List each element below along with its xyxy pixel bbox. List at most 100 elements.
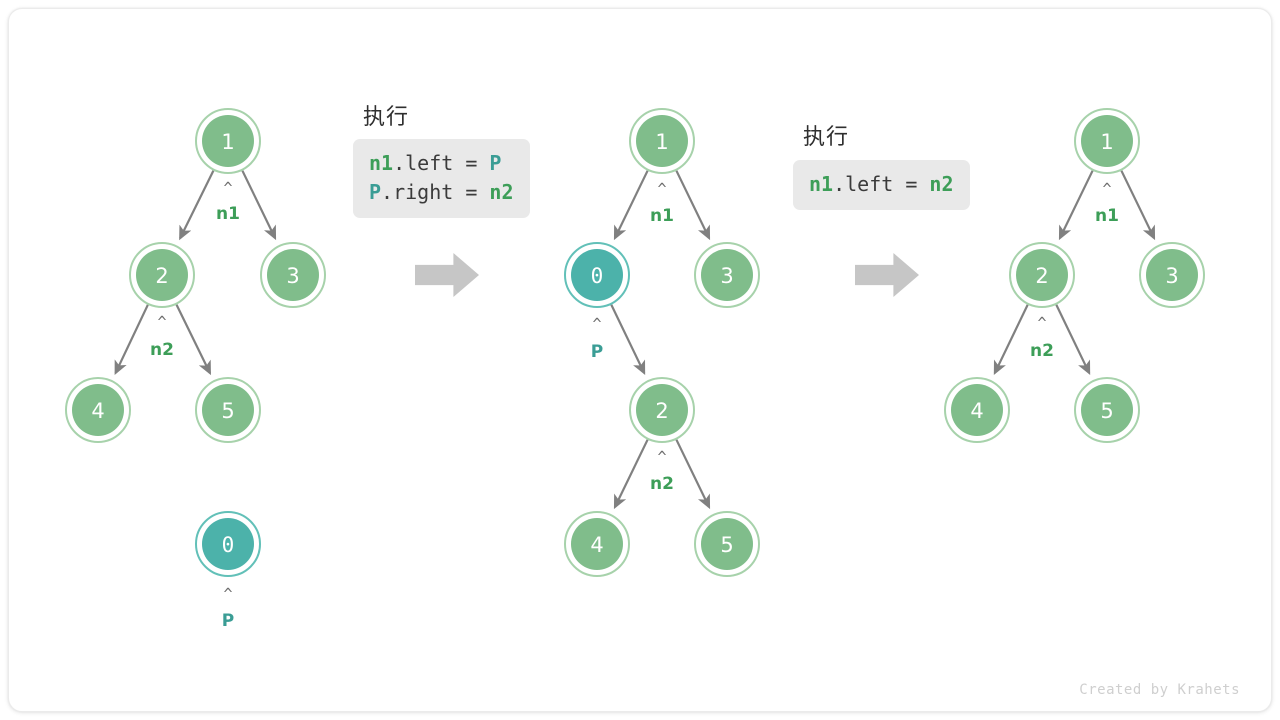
tree-node-ring [129,242,195,308]
tree-node-circle [1081,384,1133,436]
pointer-label: n1 [216,204,240,224]
step-3-caption: 执行 [803,125,850,150]
code-line: n1.left = P [369,149,514,178]
tree-node-ring [195,377,261,443]
pointer-caret-icon: ^ [157,313,166,331]
tree-node-circle [202,384,254,436]
tree-edge [610,304,646,376]
tree-node[interactable]: 3 [1139,242,1205,308]
step-3-code-block: n1.left = n2 [793,160,970,210]
pointer-caret-icon: ^ [657,180,666,198]
tree-node-ring [1009,242,1075,308]
tree-node-ring [260,242,326,308]
step-2-caption: 执行 [363,105,410,130]
pointer-label: n2 [1030,341,1054,361]
tree-node-ring [694,242,760,308]
pointer-caret-icon: ^ [592,315,601,333]
pointer-label: n2 [650,474,674,494]
tree-node-ring [629,108,695,174]
tree-node-value: 3 [1165,264,1178,288]
code-token: P [369,180,382,204]
step-arrows-layer [415,253,919,297]
tree-edge [613,170,649,241]
tree-edge [179,170,215,241]
tree-node-value: 5 [221,399,234,423]
tree-node-ring [1139,242,1205,308]
tree-node-circle [636,115,688,167]
code-token: .right = [381,180,490,204]
tree-node[interactable]: 1 [629,108,695,174]
code-token: n1 [809,172,834,196]
tree-node-value: 5 [720,533,733,557]
pointer-label: n2 [150,340,174,360]
tree-node[interactable]: 2 [129,242,195,308]
tree-node-value: 1 [221,130,234,154]
tree-edge [1055,304,1091,376]
tree-node[interactable]: 3 [694,242,760,308]
tree-node[interactable]: 1 [195,108,261,174]
pointer-label: n1 [650,206,674,226]
tree-node-value: 4 [91,399,104,423]
tree-node-value: 1 [655,130,668,154]
tree-node-ring [564,242,630,308]
tree-node[interactable]: 2 [1009,242,1075,308]
tree-node[interactable]: 5 [1074,377,1140,443]
tree-node-circle [136,249,188,301]
tree-node-ring [694,511,760,577]
tree-node[interactable]: 0 [195,511,261,577]
tree-node-circle [951,384,1003,436]
tree-node-circle [571,518,623,570]
tree-node[interactable]: 4 [65,377,131,443]
code-token: n2 [929,172,954,196]
tree-node[interactable]: 0 [564,242,630,308]
tree-node-value: 4 [970,399,983,423]
tree-node[interactable]: 1 [1074,108,1140,174]
tree-node-circle [1146,249,1198,301]
tree-edge [993,304,1029,376]
tree-node-circle [202,115,254,167]
tree-node[interactable]: 4 [944,377,1010,443]
tree-node-value: 1 [1100,130,1113,154]
step-transition-arrow [415,253,479,297]
tree-node[interactable]: 5 [694,511,760,577]
code-token: .left = [393,151,490,175]
tree-node-ring [65,377,131,443]
tree-node[interactable]: 3 [260,242,326,308]
pointer-caret-icon: ^ [1102,180,1111,198]
tree-edge [613,439,649,510]
tree-edge [1120,170,1156,241]
tree-node[interactable]: 4 [564,511,630,577]
tree-node-value: 0 [591,264,604,288]
code-token: n2 [489,180,514,204]
tree-node[interactable]: 5 [195,377,261,443]
tree-edges-layer [114,170,1156,510]
tree-node-value: 5 [1100,399,1113,423]
pointer-caret-icon: ^ [223,585,232,603]
pointer-caret-icon: ^ [1037,314,1046,332]
pointer-label: n1 [1095,206,1119,226]
tree-node-circle [701,249,753,301]
tree-node-circle [1016,249,1068,301]
tree-node-value: 0 [222,533,235,557]
tree-node-ring [629,377,695,443]
tree-node-value: 3 [286,264,299,288]
code-line: P.right = n2 [369,178,514,207]
tree-edge [1058,170,1094,241]
code-token: P [489,151,502,175]
tree-node-circle [72,384,124,436]
pointer-labels-layer: ^n1^n2^P^n1^P^n2^n1^n2 [150,179,1119,631]
tree-node[interactable]: 2 [629,377,695,443]
step-transition-arrow [855,253,919,297]
pointer-label: P [591,342,603,362]
tree-node-value: 2 [1035,264,1048,288]
tree-node-circle [202,518,254,570]
tree-node-ring [1074,108,1140,174]
tree-node-circle [571,249,623,301]
tree-node-circle [267,249,319,301]
tree-node-circle [636,384,688,436]
tree-node-value: 2 [155,264,168,288]
tree-node-circle [701,518,753,570]
